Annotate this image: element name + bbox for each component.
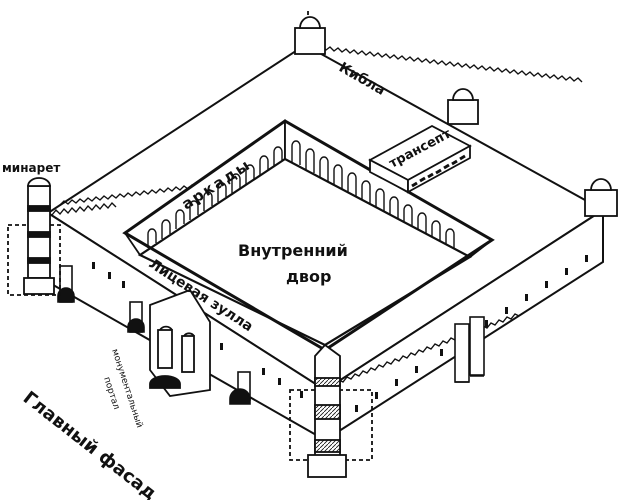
tower-right-back: [447, 88, 479, 125]
courtyard-label-line2: двор: [286, 267, 332, 286]
tower-back: [294, 11, 326, 55]
minaret-tower: [7, 177, 61, 296]
front-right-crenellation: [334, 313, 520, 386]
tower-right: [584, 178, 618, 217]
courtyard-rim: [122, 119, 495, 352]
back-right-crenellation: [317, 45, 583, 83]
monumental-portal: [149, 288, 211, 397]
minaret-label: минарет: [2, 161, 60, 175]
courtyard-label-line1: Внутренний: [238, 241, 348, 260]
front-left-crenellation: [51, 201, 117, 216]
main-facade-label: Главный фасад: [19, 387, 160, 500]
portal-label-line2: портал: [101, 376, 121, 411]
facade-windows: [92, 255, 588, 412]
facade-entrances: [57, 265, 485, 405]
corner-minaret: [289, 343, 373, 478]
transept-block: [368, 124, 472, 194]
